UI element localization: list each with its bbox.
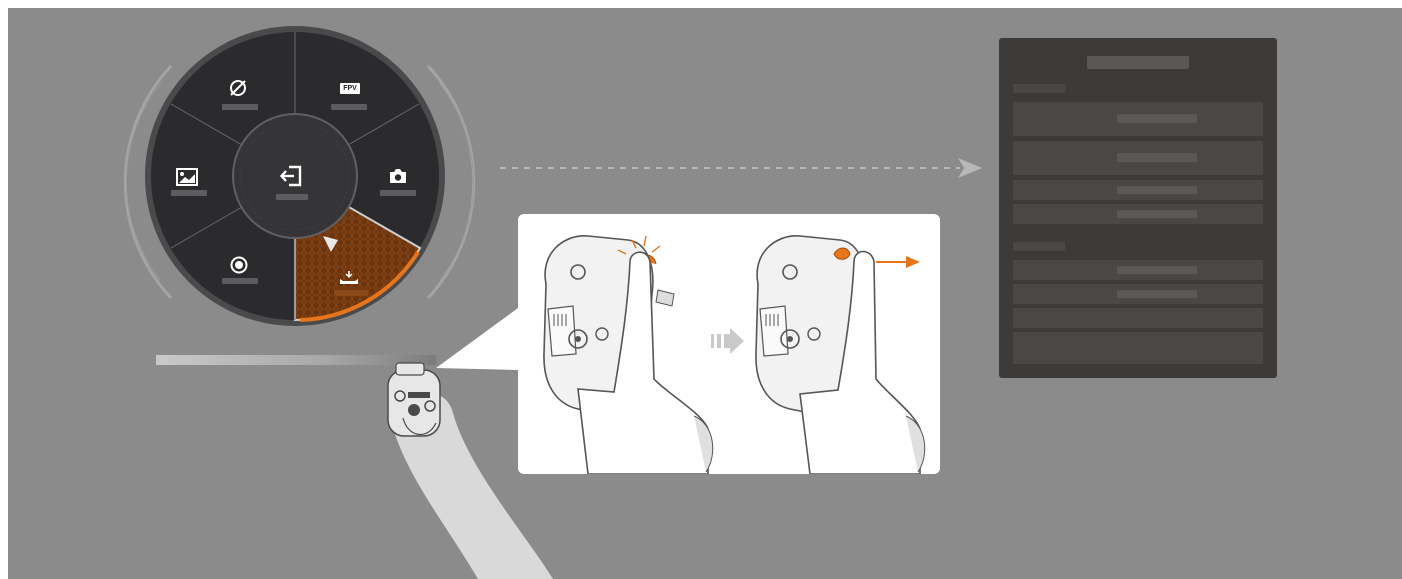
panel-row[interactable] <box>1013 141 1263 175</box>
panel-row-value <box>1117 290 1197 298</box>
controller-step-press <box>544 236 713 474</box>
panel-row[interactable] <box>1013 308 1263 328</box>
panel-row[interactable] <box>1013 204 1263 224</box>
record-icon <box>230 256 248 279</box>
center-label-placeholder <box>276 194 308 200</box>
fpv-icon: FPV <box>340 83 360 94</box>
panel-row[interactable] <box>1013 102 1263 136</box>
callout-connector <box>436 308 518 370</box>
segment-label-placeholder <box>171 190 207 196</box>
controller-step-slide <box>756 236 925 474</box>
small-controller-top <box>396 363 424 375</box>
hover-icon <box>338 270 360 291</box>
panel-row-value <box>1117 210 1197 218</box>
panel-row[interactable] <box>1013 332 1263 364</box>
exit-icon <box>280 165 304 192</box>
segment-label-placeholder <box>331 104 367 110</box>
panel-section-header <box>1013 84 1065 93</box>
small-controller-stick <box>408 404 420 416</box>
segment-label-placeholder <box>222 278 258 284</box>
panel-row-value <box>1117 114 1197 123</box>
controller-gesture-callout <box>518 214 940 474</box>
screen: FPV <box>8 8 1402 579</box>
small-controller-grip <box>408 392 430 398</box>
panel-title-placeholder <box>1087 56 1189 69</box>
panel-row[interactable] <box>1013 260 1263 280</box>
segment-label-placeholder-selected <box>334 290 368 296</box>
panel-row[interactable] <box>1013 284 1263 304</box>
gesture-illustration <box>518 214 940 474</box>
camera-icon <box>388 168 408 189</box>
panel-row-value <box>1117 266 1197 274</box>
panel-row[interactable] <box>1013 180 1263 200</box>
dashed-arrow <box>500 158 990 178</box>
panel-row-value <box>1117 186 1197 194</box>
outer-arc-right-thin <box>440 84 474 280</box>
panel-row-value <box>1117 153 1197 162</box>
menu-bar <box>156 355 436 365</box>
step-arrow <box>711 328 744 354</box>
settings-panel <box>999 38 1277 378</box>
no-obstacle-avoidance-icon <box>228 78 248 103</box>
small-controller <box>388 370 440 436</box>
gallery-icon <box>176 168 198 191</box>
panel-section-header <box>1013 242 1065 251</box>
segment-label-placeholder <box>380 190 416 196</box>
segment-label-placeholder <box>222 104 258 110</box>
